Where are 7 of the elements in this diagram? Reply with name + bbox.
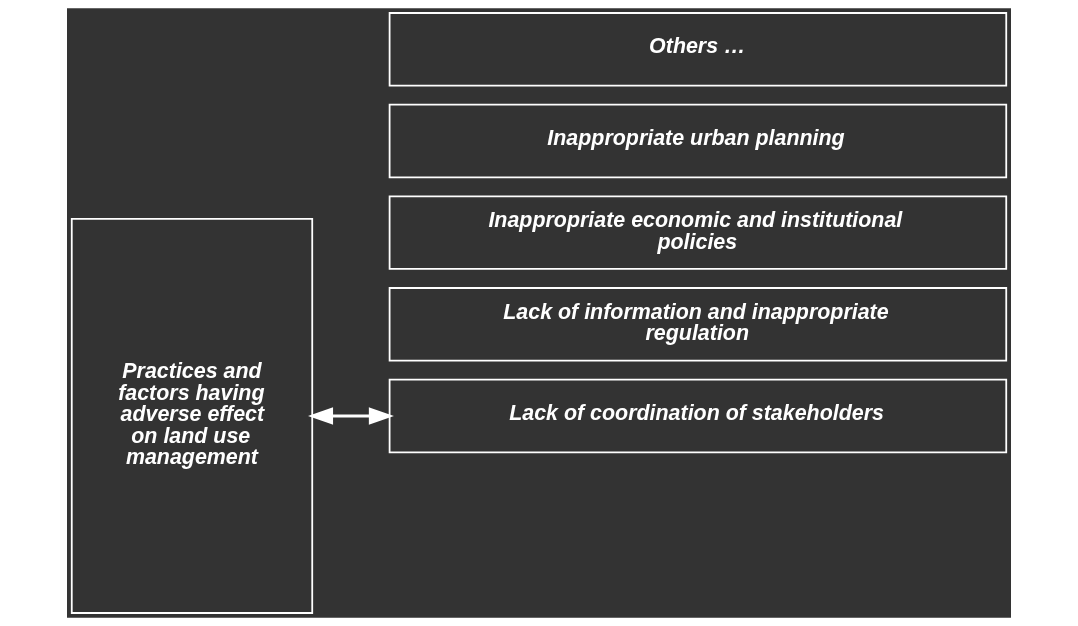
node-box: Inappropriate urban planning bbox=[388, 103, 1008, 179]
node-box: Lack of information and inappropriate regulation bbox=[388, 287, 1008, 362]
node-box: Lack of coordination of stakeholders bbox=[388, 378, 1008, 454]
arrow bbox=[308, 407, 394, 425]
node-box: Others … bbox=[388, 12, 1008, 87]
node-box: Inappropriate economic and institutional policies bbox=[388, 195, 1008, 270]
node-box: Practices and factors having adverse effect on land use management bbox=[70, 218, 314, 614]
